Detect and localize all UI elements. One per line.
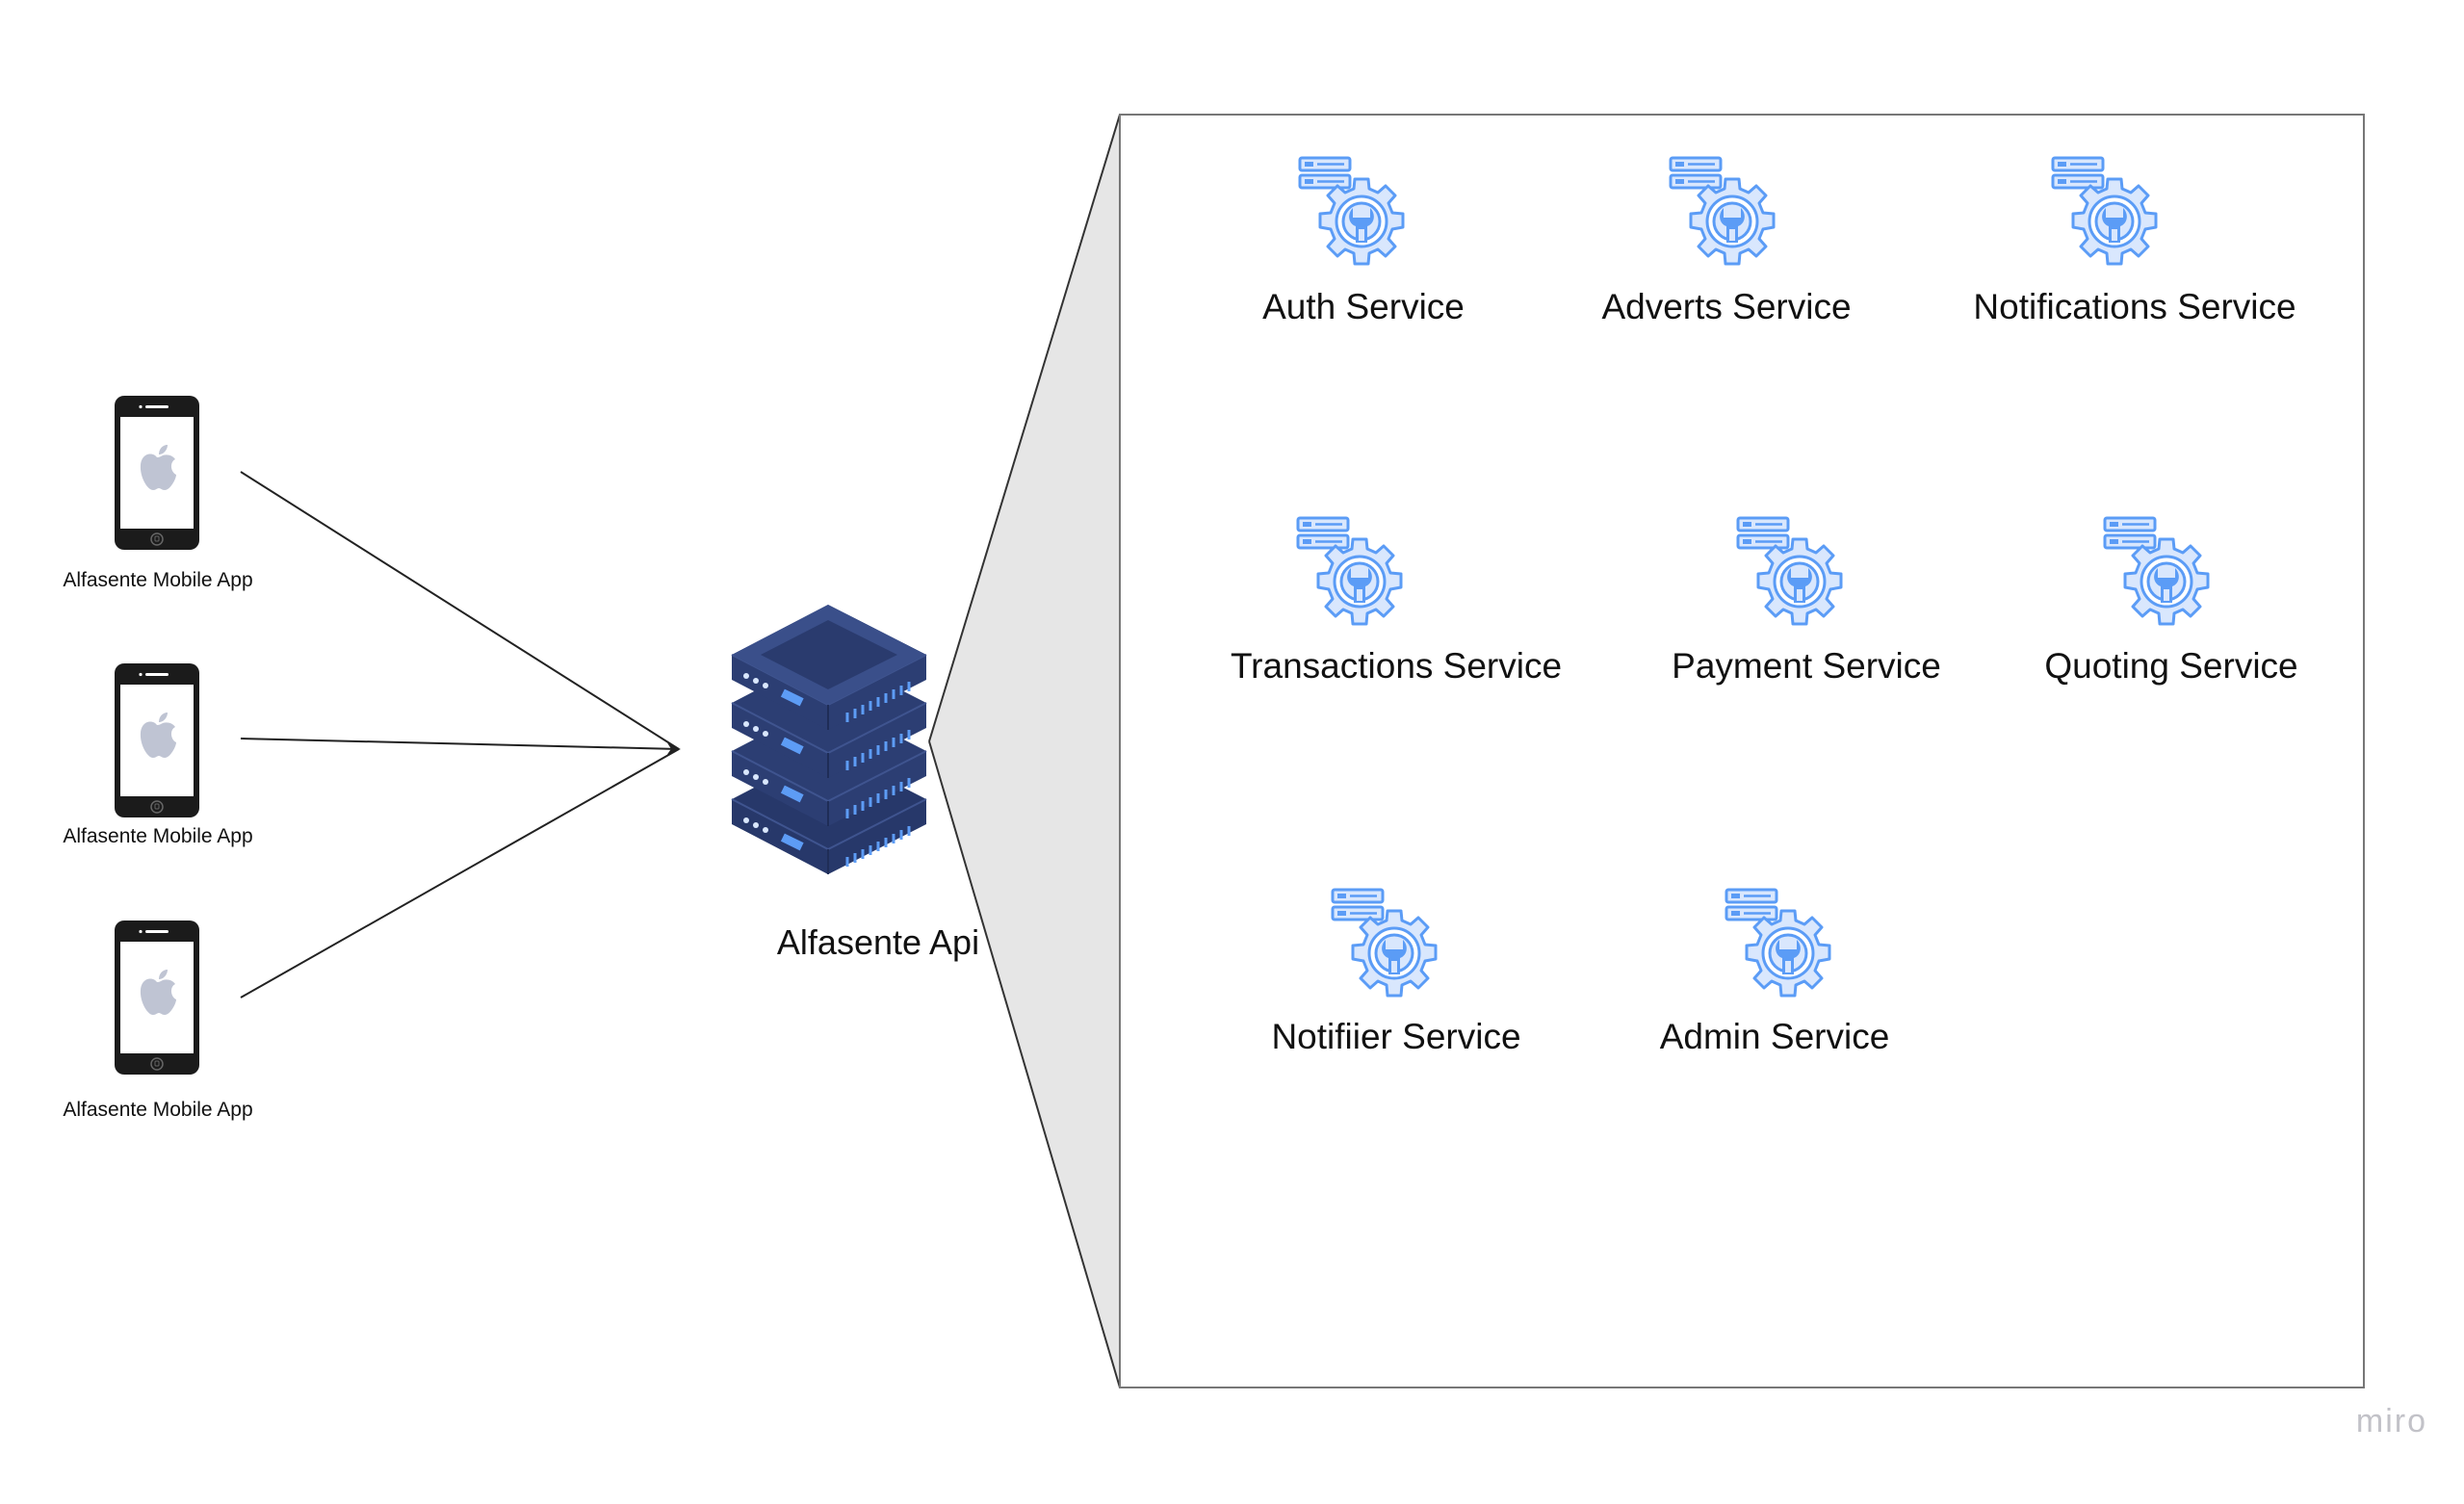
- zoom-wedge-edge: [928, 114, 1121, 742]
- client-connections: [240, 471, 681, 998]
- client-label: Alfasente Mobile App: [63, 1099, 253, 1121]
- service-label: Transactions Service: [1230, 646, 1563, 686]
- client-label: Alfasente Mobile App: [63, 569, 253, 591]
- service-label: Payment Service: [1672, 646, 1941, 686]
- zoom-wedge-edge: [928, 740, 1121, 1388]
- iphone-icon: [114, 920, 200, 1076]
- zoom-wedge: [929, 115, 1120, 1387]
- connection-line: [240, 471, 680, 750]
- service-label: Auth Service: [1262, 287, 1465, 326]
- iphone-icon: [114, 662, 200, 818]
- service-label: Admin Service: [1659, 1017, 1890, 1056]
- service-label: Notifications Service: [1973, 287, 2296, 326]
- api-label: Alfasente Api: [776, 922, 980, 962]
- miro-watermark: miro: [2355, 1403, 2427, 1439]
- service-label: Adverts Service: [1601, 287, 1852, 326]
- connection-line: [240, 738, 681, 755]
- services-container[interactable]: [1119, 114, 2365, 1388]
- iphone-icon: [114, 395, 200, 551]
- server-stack-icon: [731, 605, 927, 874]
- connection-line: [240, 748, 680, 998]
- service-label: Quoting Service: [2044, 646, 2298, 686]
- client-label: Alfasente Mobile App: [63, 825, 253, 847]
- service-label: Notifiier Service: [1271, 1017, 1521, 1056]
